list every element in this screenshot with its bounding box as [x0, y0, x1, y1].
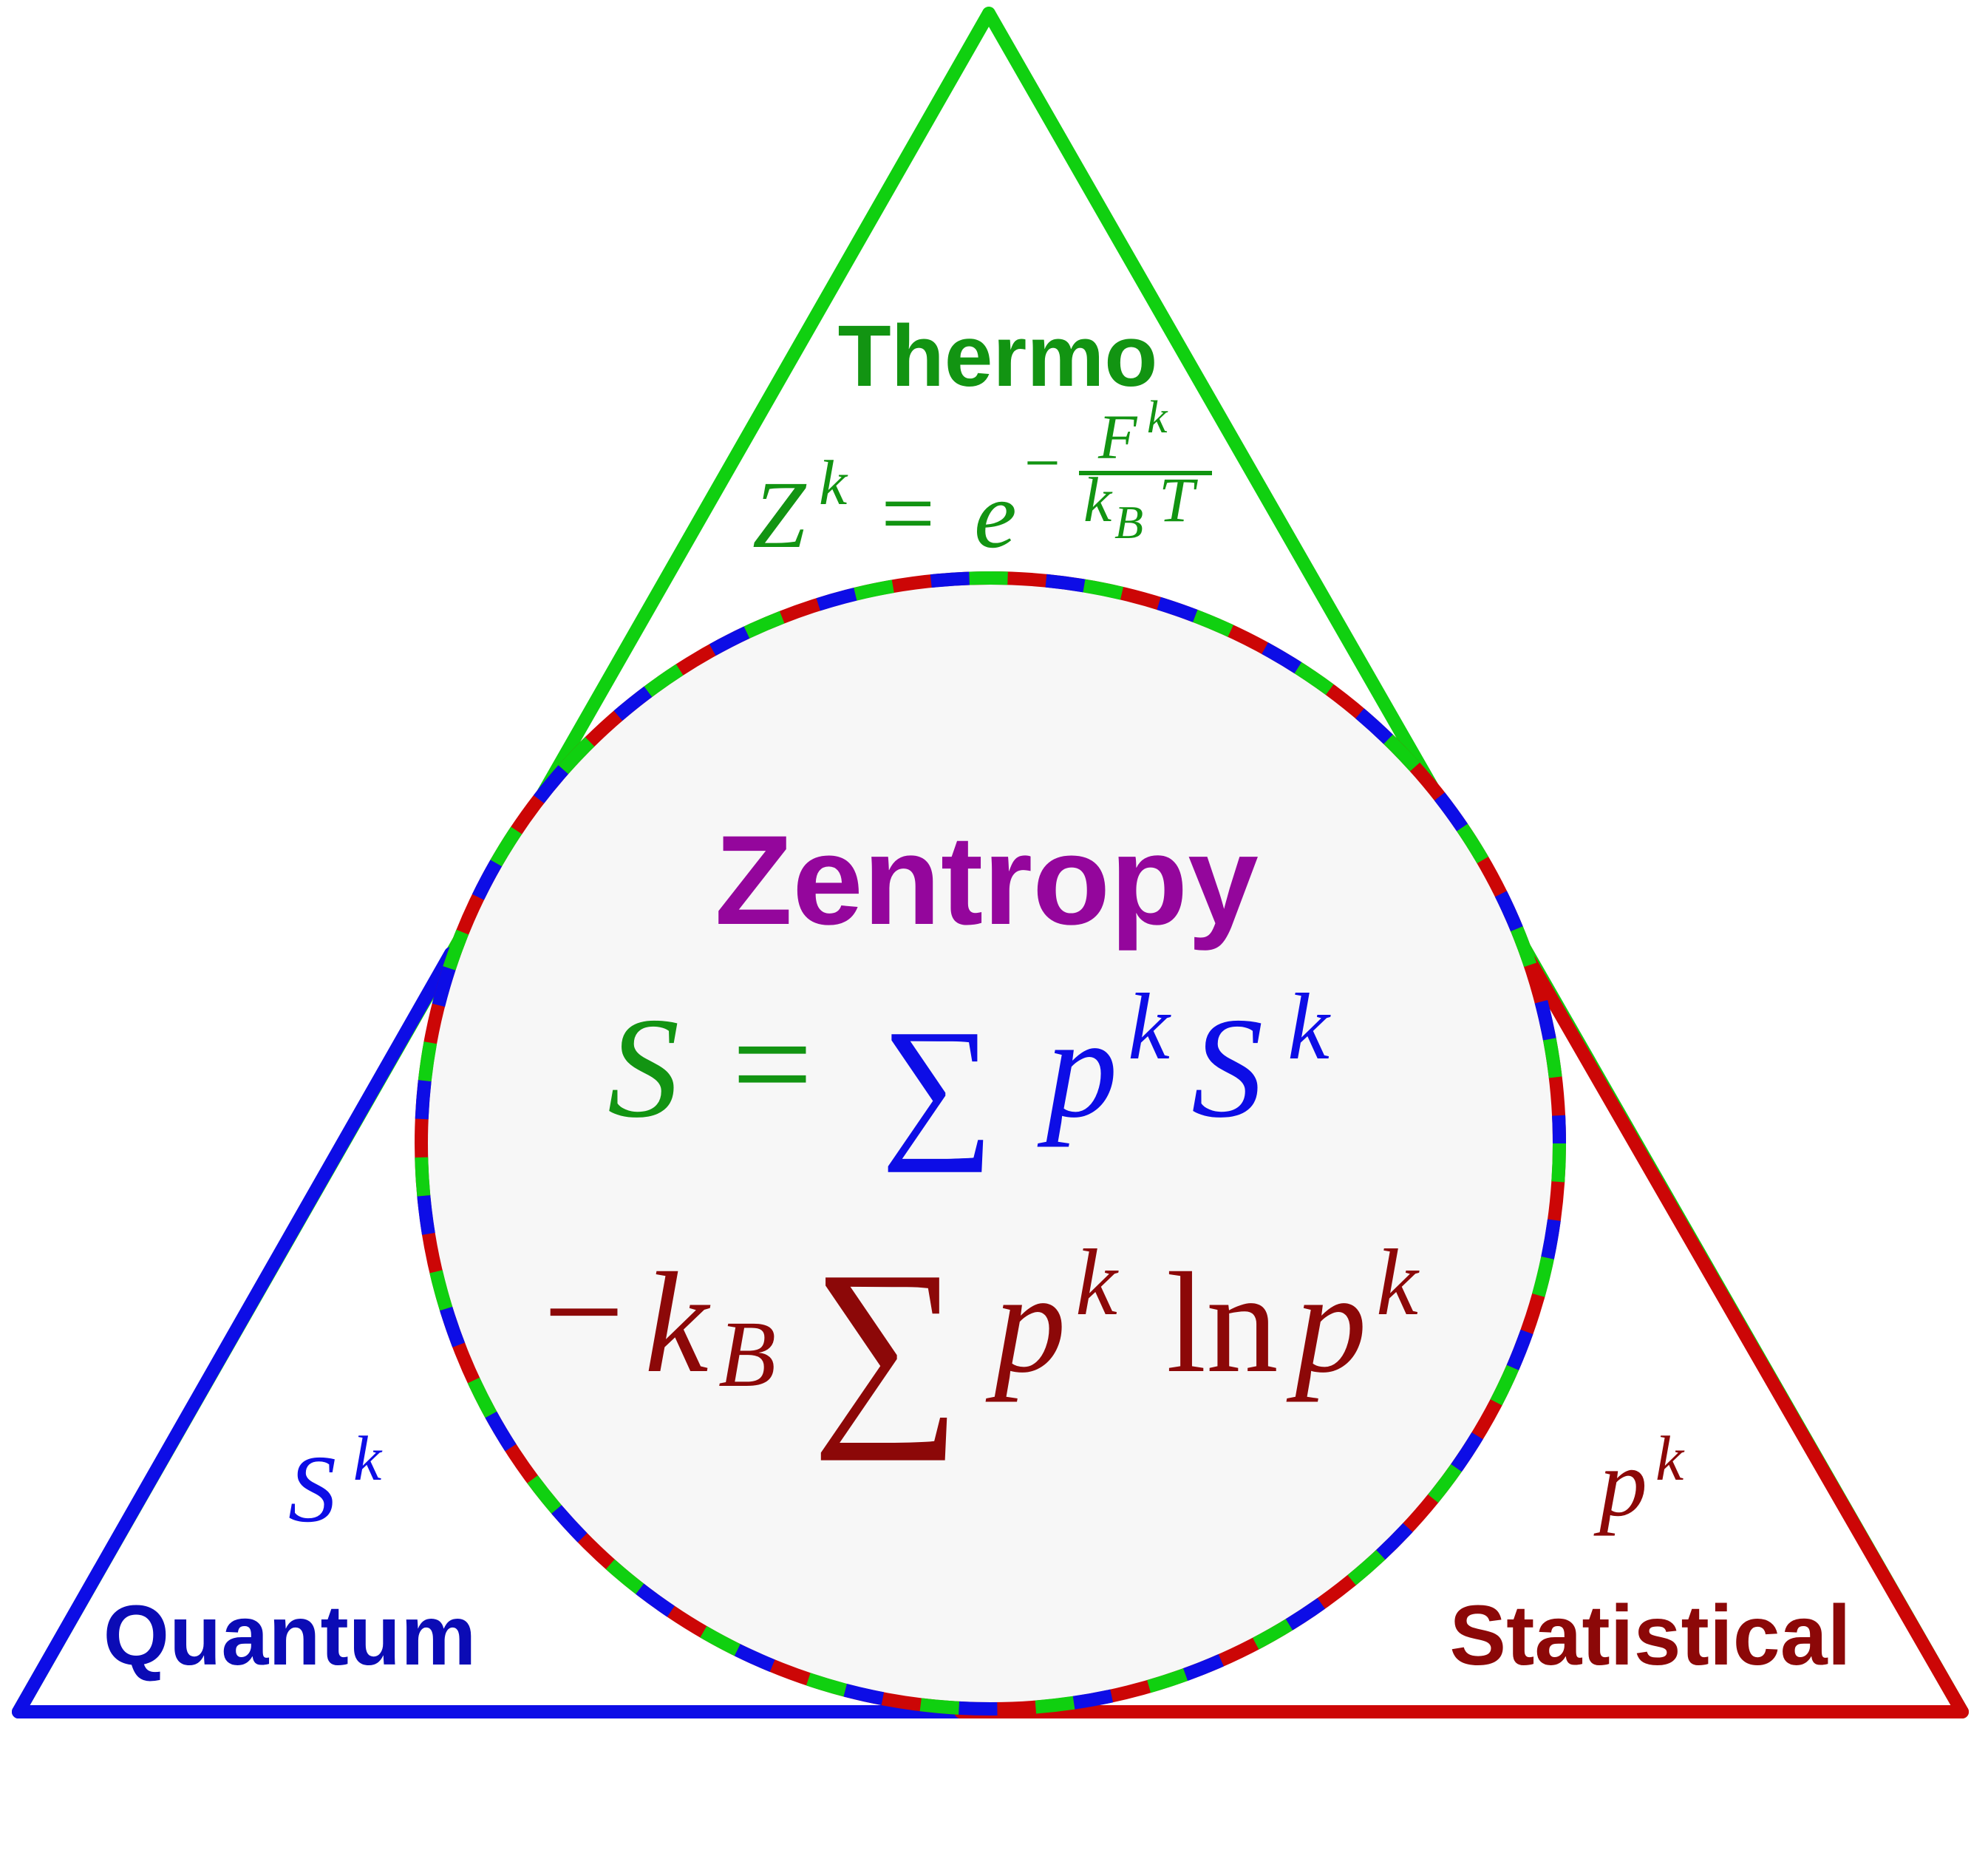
- thermo-formula-Z: Z: [752, 462, 807, 568]
- line2-p: p: [985, 1243, 1066, 1403]
- quantum-label: Quantum: [103, 1588, 477, 1683]
- thermo-formula-equals: =: [881, 460, 935, 567]
- line2-ln: ln: [1166, 1243, 1279, 1403]
- line2-p2-superscript: k: [1376, 1230, 1420, 1335]
- zentropy-circle-green-dashes: [415, 571, 1566, 1716]
- thermo-formula-Z-superscript: k: [819, 447, 848, 518]
- line2-p2: p: [1286, 1243, 1367, 1403]
- zentropy-formula-line2: − k B ∑ p k ln p k: [543, 1228, 1420, 1461]
- thermo-formula-kB-B: B: [1114, 496, 1143, 548]
- thermo-formula-F-superscript: k: [1147, 392, 1168, 443]
- thermo-label: Thermo: [838, 307, 1158, 405]
- thermo-formula-T: T: [1159, 464, 1198, 535]
- zentropy-circle-fill: [421, 578, 1559, 1709]
- thermo-formula-minus: −: [1024, 427, 1061, 498]
- zentropy-title: Zentropy: [715, 809, 1259, 951]
- quantum-edge-left: [12, 947, 457, 1718]
- line2-B: B: [718, 1302, 776, 1407]
- thermo-formula-F: F: [1097, 401, 1138, 472]
- thermo-formula-kB-k: k: [1083, 464, 1113, 535]
- line2-k: k: [644, 1243, 711, 1403]
- line1-p-superscript: k: [1128, 974, 1171, 1079]
- statistical-label: Statistical: [1449, 1588, 1851, 1683]
- line1-equals: =: [732, 985, 813, 1144]
- thermo-formula: Z k = e − F k k B T: [752, 392, 1212, 568]
- quantum-formula: S k: [288, 1423, 383, 1543]
- line2-minus: −: [543, 1232, 624, 1392]
- line2-p-superscript: k: [1075, 1230, 1119, 1335]
- statistical-formula: p k: [1593, 1423, 1685, 1537]
- thermo-formula-e: e: [974, 462, 1017, 568]
- line1-S2: S: [1191, 988, 1264, 1148]
- line1-S2-superscript: k: [1287, 974, 1331, 1079]
- line1-S: S: [607, 988, 680, 1148]
- line1-sum: ∑: [881, 996, 994, 1173]
- quantum-formula-S: S: [288, 1436, 336, 1543]
- statistical-edge-right: [1523, 954, 1969, 1718]
- line2-sum: ∑: [811, 1228, 961, 1461]
- line1-p: p: [1037, 988, 1118, 1148]
- statistical-formula-superscript: k: [1655, 1423, 1685, 1494]
- quantum-formula-superscript: k: [353, 1423, 383, 1494]
- zentropy-formula-line1: S = ∑ p k S k: [607, 974, 1331, 1173]
- statistical-formula-p: p: [1593, 1430, 1647, 1537]
